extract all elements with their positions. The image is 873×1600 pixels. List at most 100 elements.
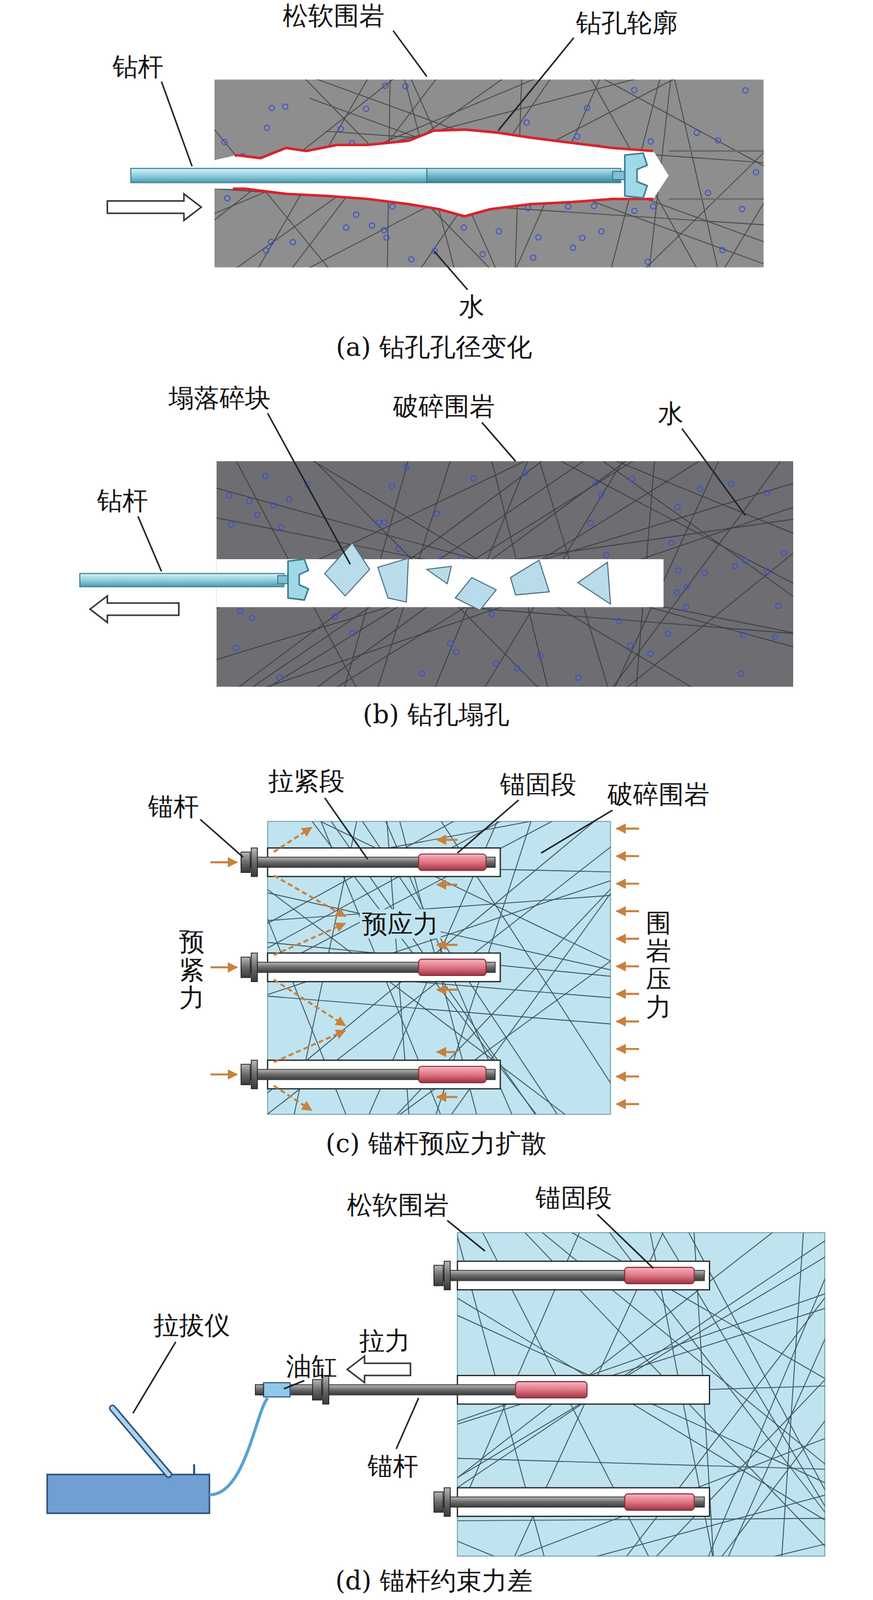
leader-lines <box>133 1214 654 1449</box>
crack-line <box>457 1518 825 1524</box>
crack-line <box>457 1340 825 1556</box>
bolt-plate <box>443 1487 451 1517</box>
sub-caption: (c) 锚杆预应力扩散 <box>325 1129 546 1159</box>
cracks <box>267 821 611 1115</box>
water-dot <box>593 480 599 487</box>
bolt-plate <box>443 1261 451 1291</box>
water-dot <box>375 519 382 526</box>
water-dot <box>575 675 582 681</box>
water-dot <box>381 227 387 233</box>
feed-arrow <box>107 194 202 221</box>
water-dot <box>739 206 745 212</box>
force-arrow <box>273 923 346 956</box>
water-dot <box>470 475 477 482</box>
water-dot <box>530 254 536 261</box>
water-dot <box>226 492 233 499</box>
water-dot <box>453 649 459 655</box>
leader-lines <box>161 30 574 290</box>
water-dot <box>493 661 499 667</box>
force-arrow <box>436 1050 458 1054</box>
anchor-segment <box>418 854 487 871</box>
crack-line <box>216 461 676 687</box>
force-arrow <box>436 988 458 992</box>
leader-lines <box>200 798 613 860</box>
crack-line <box>267 821 611 1115</box>
crack-line <box>457 1285 825 1557</box>
water-dot <box>772 634 778 641</box>
crack-line <box>214 79 764 268</box>
water-dot <box>402 83 409 90</box>
water-dot <box>353 212 360 218</box>
part-label: 拉力 <box>359 1325 411 1356</box>
force-arrow <box>436 943 458 947</box>
water-dot <box>650 203 657 210</box>
crack-line <box>457 1232 819 1557</box>
water-dot <box>408 256 415 263</box>
water-dot <box>221 139 228 145</box>
force-arrow <box>273 1030 346 1063</box>
force-arrow <box>616 1103 640 1106</box>
leader-lines <box>138 413 746 572</box>
force-arrow <box>616 965 640 968</box>
bolt-nut <box>241 1064 251 1085</box>
water-dot <box>523 119 530 126</box>
water-dot <box>683 604 689 611</box>
borehole-contour <box>232 189 654 217</box>
sub-caption: (a) 钻孔孔径变化 <box>335 332 533 362</box>
part-label: 油缸 <box>286 1351 338 1381</box>
water-dot <box>522 470 528 477</box>
crack-line <box>267 821 611 1115</box>
crack-line <box>457 1237 825 1506</box>
water-dot <box>246 498 253 504</box>
water-dot <box>249 615 255 621</box>
pull-tester-handle <box>112 1408 169 1475</box>
pull-arrow <box>346 1356 411 1383</box>
crack-line <box>216 461 570 687</box>
water-dot <box>268 239 274 245</box>
water-dot <box>741 632 747 638</box>
crack-line <box>216 461 741 687</box>
water-dot <box>693 130 700 136</box>
crack-line <box>267 821 611 1115</box>
water-dot <box>338 126 344 132</box>
water-dot <box>447 640 454 647</box>
crack-line <box>214 79 764 268</box>
crack-line <box>267 831 611 1011</box>
water-dot <box>631 208 638 214</box>
anchor-segment <box>418 1066 487 1083</box>
force-arrow <box>273 827 312 852</box>
part-label: 锚固段 <box>535 1182 612 1213</box>
water-dot <box>584 105 591 111</box>
fallen-fragments <box>324 543 611 611</box>
anchor-segment <box>624 1494 694 1511</box>
force-arrow <box>616 1048 640 1051</box>
force-arrow <box>273 979 346 1026</box>
part-label: 预应力 <box>359 909 441 939</box>
cracks <box>457 1232 825 1557</box>
crack-line <box>457 1388 825 1556</box>
pull-tester <box>47 1474 210 1514</box>
water-dot <box>742 87 749 94</box>
water-dot <box>598 492 605 499</box>
part-label: 塌落碎块 <box>168 383 271 413</box>
water-dot <box>629 476 636 482</box>
crack-line <box>214 79 715 268</box>
water-dot <box>697 486 703 492</box>
water-dot <box>419 670 425 677</box>
water-dot <box>263 247 269 254</box>
gauge-pin <box>192 1464 196 1475</box>
crack-line <box>267 821 611 1115</box>
crack-line <box>267 950 611 1017</box>
crack-line <box>485 461 722 687</box>
water-dot <box>565 203 571 210</box>
water-dot <box>381 519 388 526</box>
force-arrow <box>210 861 238 864</box>
water-dot <box>277 675 283 681</box>
bolt-nut <box>312 1379 323 1401</box>
drill-bit <box>612 152 648 198</box>
water-dot <box>574 134 581 140</box>
force-arrows <box>210 827 640 1111</box>
water-dot <box>570 244 576 251</box>
crack-line <box>457 1232 825 1448</box>
crack-line <box>267 821 611 1056</box>
